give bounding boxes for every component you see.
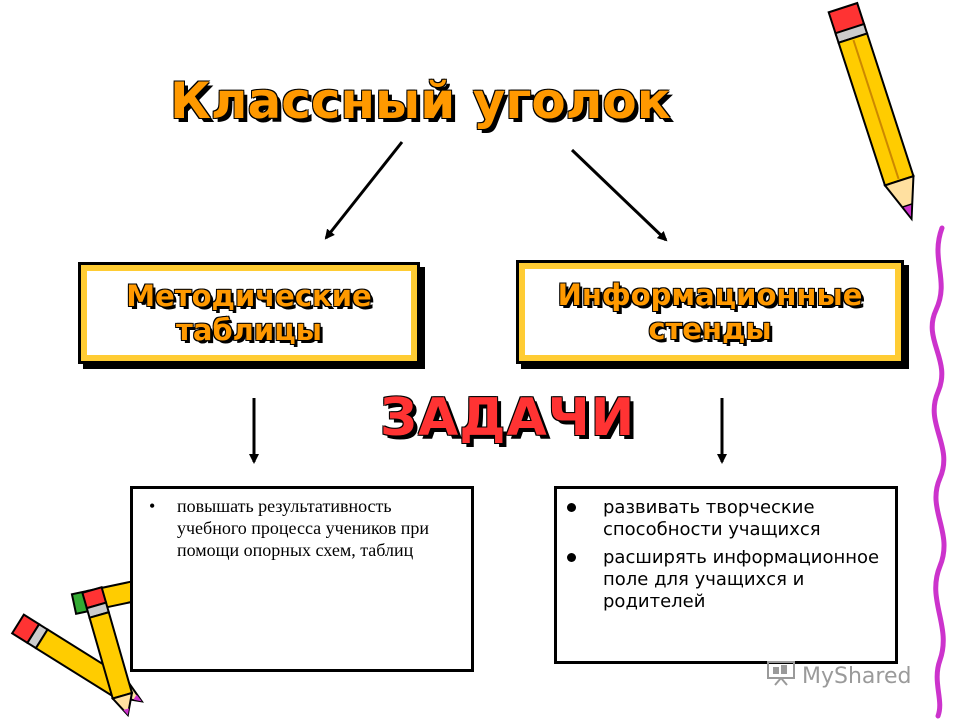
pencil-icon (827, 1, 915, 222)
diagram-title: Классный уголок (170, 72, 671, 130)
list-item: повышать результативность учебного проце… (149, 495, 461, 561)
box-methodical-tables-label: Методические таблицы (126, 279, 372, 347)
watermark: MyShared (766, 660, 911, 692)
list-item: развивать творческие способности учащихс… (567, 497, 885, 541)
list-item: расширять информационное поле для учащих… (567, 547, 885, 613)
box-information-stands-label: Информационные стенды (557, 278, 863, 346)
task-box-right: развивать творческие способности учащихс… (554, 486, 898, 664)
box-information-stands: Информационные стенды (516, 260, 904, 364)
task-box-left: повышать результативность учебного проце… (130, 486, 474, 672)
box-methodical-tables: Методические таблицы (78, 262, 420, 364)
arrow-title-to-left-box (324, 141, 404, 240)
watermark-text: MyShared (802, 663, 912, 689)
slideshow-icon (766, 660, 796, 692)
task-list-right: развивать творческие способности учащихс… (567, 497, 885, 619)
squiggle-line-icon (929, 225, 947, 719)
tasks-heading: ЗАДАЧИ (380, 388, 636, 448)
task-list-left: повышать результативность учебного проце… (149, 495, 461, 561)
arrow-title-to-right-box (570, 148, 668, 242)
